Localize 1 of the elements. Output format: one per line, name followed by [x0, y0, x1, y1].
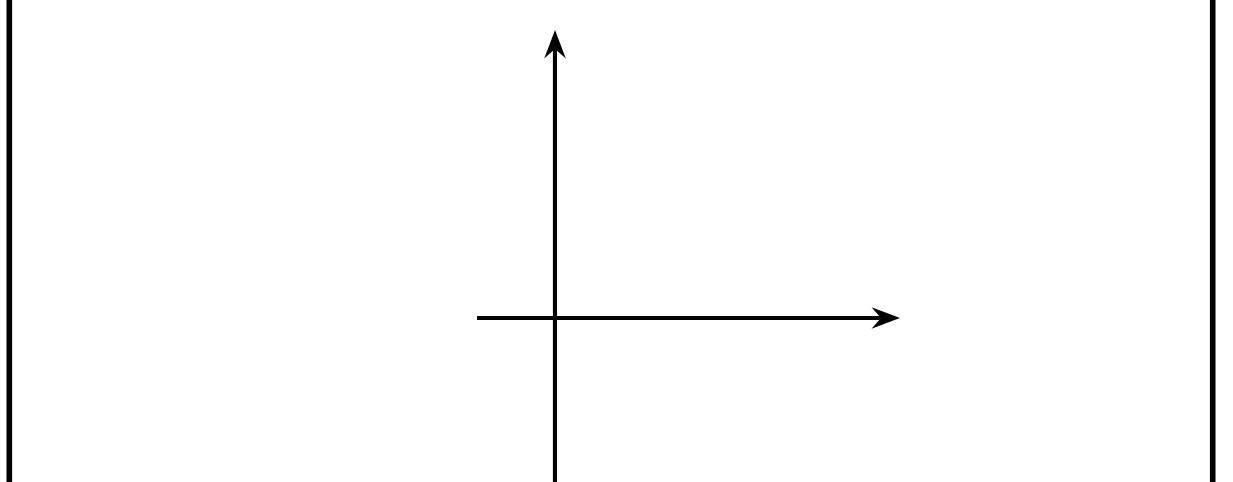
frame-box: [6, 0, 1216, 482]
